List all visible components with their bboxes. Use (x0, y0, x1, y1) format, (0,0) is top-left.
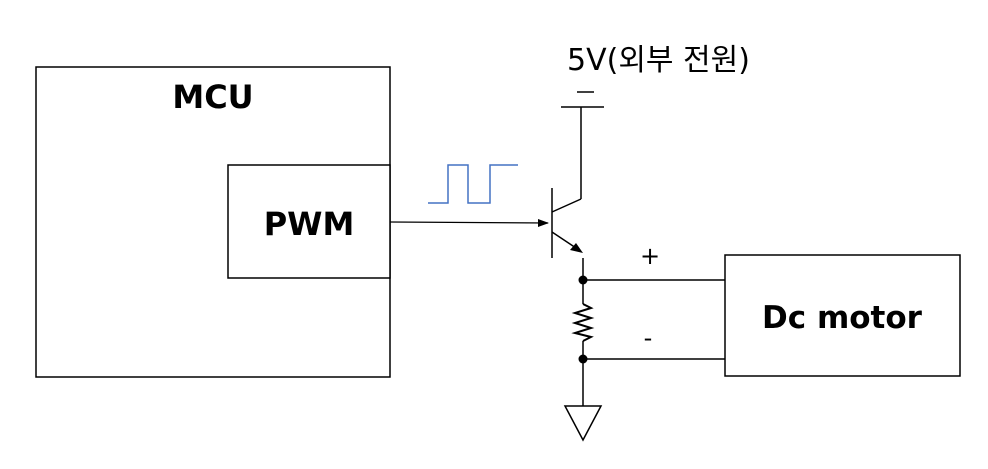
pwm-waveform (428, 164, 518, 204)
dc-motor-label: Dc motor (762, 300, 923, 336)
resistor-zigzag (571, 303, 595, 342)
dc-motor-block (724, 254, 961, 377)
ground-symbol (563, 405, 603, 442)
minus-label: - (644, 324, 653, 352)
base-arrowhead (538, 219, 549, 227)
pwm-block (227, 164, 391, 279)
pwm-label: PWM (264, 205, 355, 243)
plus-label: + (640, 242, 660, 270)
emitter-arrowhead (570, 243, 583, 253)
base-wire (389, 221, 549, 224)
transistor-collector (551, 198, 582, 213)
mcu-label: MCU (172, 78, 253, 116)
transistor-emitter (551, 231, 577, 249)
supply-label: 5V(외부 전원) (567, 43, 750, 78)
